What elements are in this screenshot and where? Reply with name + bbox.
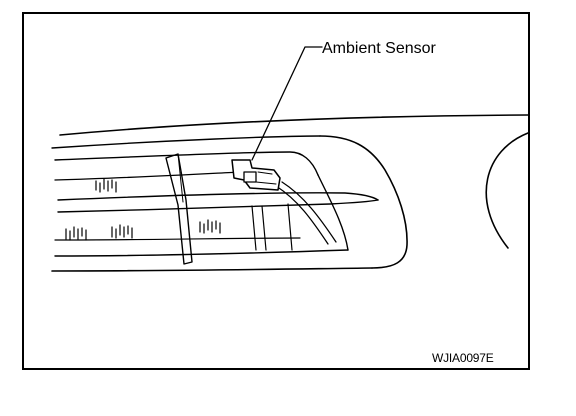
panel-bottom-edge [51,267,373,272]
sensor-harness [275,185,329,245]
grille-marks [65,178,221,241]
vent-opening-top [54,151,319,176]
vent-opening-bottom [54,249,349,257]
panel-top-edge [59,114,529,136]
support-post [287,203,293,251]
support-post [261,205,267,251]
sensor-harness [281,181,337,243]
louvre-middle-bottom [57,199,379,213]
gauge-cluster-arc [485,132,529,249]
callout-leader [251,46,323,161]
vertical-vane-edge [177,153,184,203]
support-post [251,205,257,251]
vent-opening-right [317,174,349,251]
panel-right-edge [319,135,408,269]
panel-upper-edge [51,135,321,149]
louvre-upper [54,171,241,181]
diagram-frame [22,12,530,370]
ambient-sensor-connector [243,171,257,183]
figure-id: WJIA0097E [432,351,494,365]
louvre-lower [54,237,301,241]
ambient-sensor-label: Ambient Sensor [322,40,436,57]
louvre-middle-top [57,192,379,201]
